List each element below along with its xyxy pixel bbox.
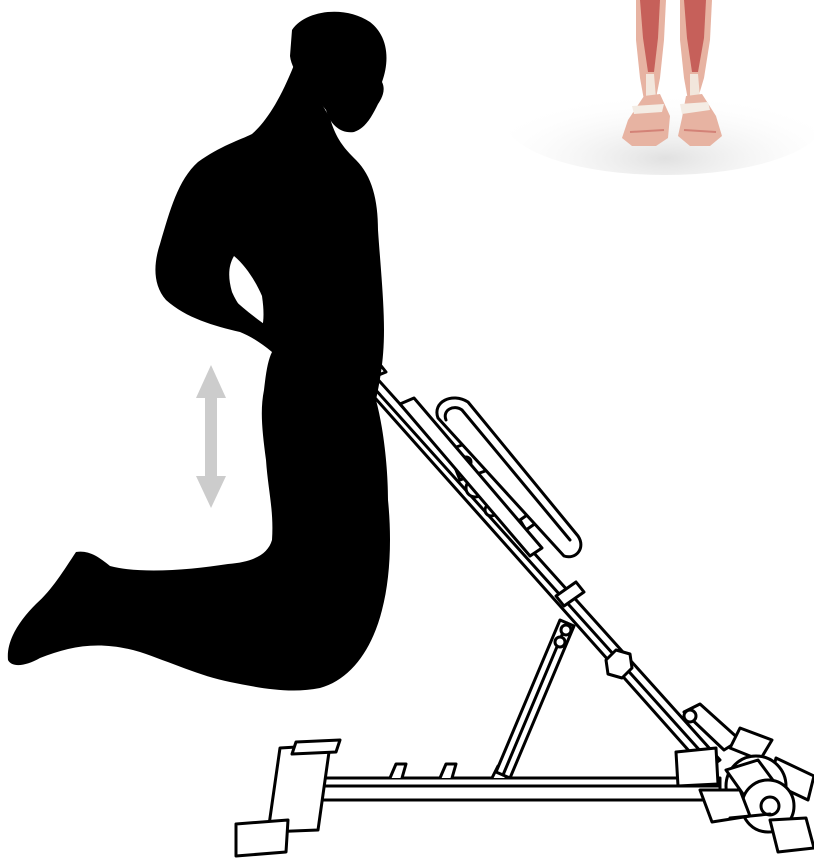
- person-silhouette: [8, 12, 390, 691]
- leg-muscle-anatomy-icon: [505, 0, 814, 175]
- double-arrow-vertical-icon: [196, 365, 226, 508]
